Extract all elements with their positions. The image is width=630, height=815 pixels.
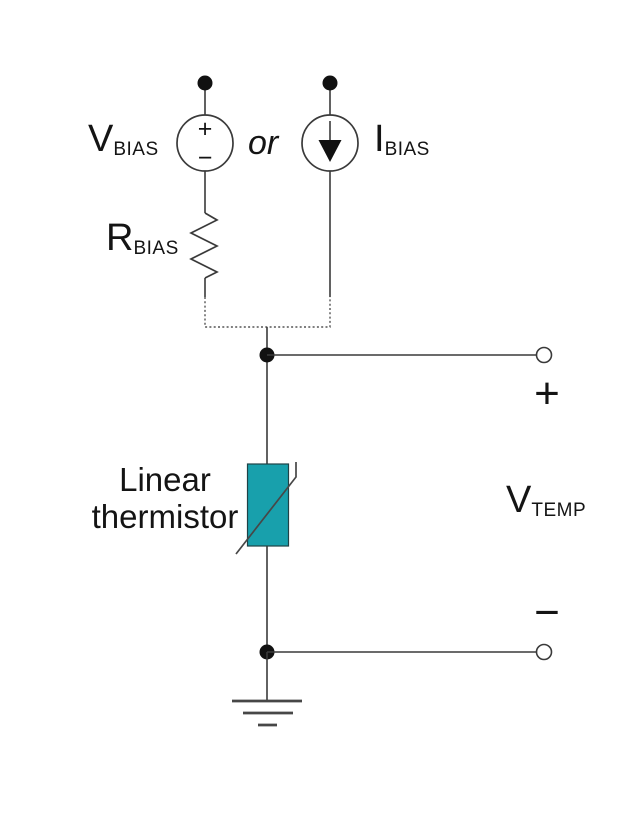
thermistor-label: Linear thermistor xyxy=(85,461,245,535)
v-bias-sub: BIAS xyxy=(113,139,159,161)
v-bias-main: V xyxy=(88,118,114,160)
i-bias-main: I xyxy=(374,118,385,160)
r-bias-label: RBIAS xyxy=(106,217,179,260)
terminal-circle-minus xyxy=(535,643,553,661)
terminal-circle-plus xyxy=(535,346,553,364)
thermistor-border xyxy=(246,463,290,547)
thermistor-label-line2: thermistor xyxy=(91,498,239,535)
current-arrow-head-icon xyxy=(318,140,342,162)
i-bias-label: IBIAS xyxy=(374,118,430,161)
supply-node-dot-right xyxy=(322,75,338,91)
output-minus-sign: − xyxy=(534,588,560,637)
or-label: or xyxy=(248,124,279,162)
v-bias-label: VBIAS xyxy=(88,118,159,161)
dotted-or-connection xyxy=(204,297,331,328)
voltage-source-minus-sign: − xyxy=(197,144,213,172)
thermistor-body xyxy=(247,464,289,546)
i-bias-sub: BIAS xyxy=(384,139,430,161)
v-temp-main: V xyxy=(506,479,532,521)
thermistor-label-line1: Linear xyxy=(119,461,211,498)
supply-node-dot-left xyxy=(197,75,213,91)
resistor-symbol xyxy=(189,212,219,279)
r-bias-sub: BIAS xyxy=(133,238,179,260)
output-plus-sign: + xyxy=(534,369,560,418)
r-bias-main: R xyxy=(106,217,134,259)
v-temp-label: VTEMP xyxy=(506,479,587,522)
ground-symbol xyxy=(232,699,302,727)
thermistor-diagonal-icon xyxy=(235,462,297,555)
v-temp-sub: TEMP xyxy=(531,500,587,522)
voltage-source-plus-sign: + xyxy=(197,115,213,143)
